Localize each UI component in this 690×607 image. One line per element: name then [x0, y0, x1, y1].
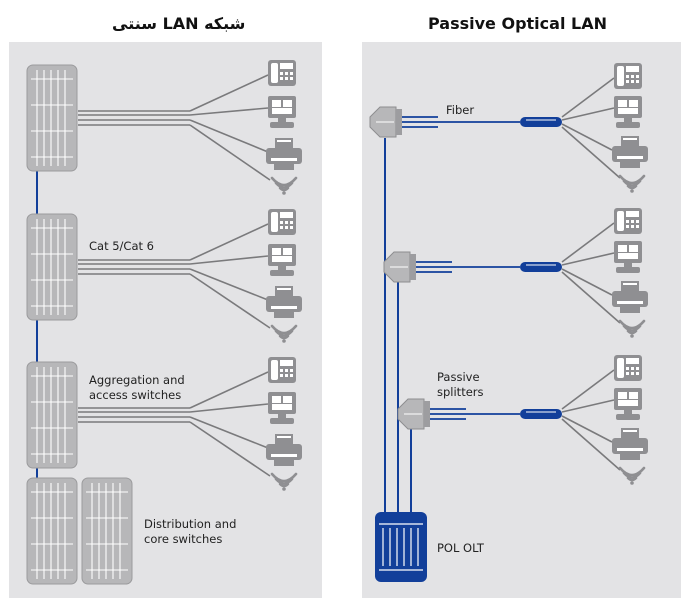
- printer-icon: [612, 281, 648, 313]
- splitter-2-icon: [383, 251, 417, 283]
- splitters-label-line1: Passive: [437, 370, 480, 384]
- distribution-label-line2: core switches: [144, 532, 222, 546]
- distribution-switch-1-icon: [26, 477, 78, 585]
- computer-icon: [614, 96, 642, 128]
- ont-1-icon: [519, 116, 563, 128]
- ip-phone-icon: [614, 208, 642, 234]
- computer-icon: [268, 96, 296, 128]
- wifi-access-point-icon: [618, 319, 646, 340]
- wifi-access-point-icon: [618, 174, 646, 195]
- optical-lan-panel: [362, 42, 681, 598]
- olt-icon: [375, 512, 427, 582]
- left-title: شبکه LAN سنتی: [112, 14, 246, 33]
- ip-phone-icon: [614, 355, 642, 381]
- right-title: Passive Optical LAN: [428, 14, 607, 33]
- printer-icon: [266, 138, 302, 170]
- distribution-label-line1: Distribution and: [144, 517, 236, 531]
- access-switch-2-icon: [26, 213, 78, 321]
- splitter-1-icon: [369, 106, 403, 138]
- cabling-label: Cat 5/Cat 6: [89, 239, 154, 253]
- wifi-access-point-icon: [618, 466, 646, 487]
- ont-3-icon: [519, 408, 563, 420]
- printer-icon: [612, 428, 648, 460]
- computer-icon: [614, 388, 642, 420]
- fiber-label: Fiber: [446, 103, 474, 117]
- ont-2-icon: [519, 261, 563, 273]
- ip-phone-icon: [268, 60, 296, 86]
- ip-phone-icon: [614, 63, 642, 89]
- printer-icon: [612, 136, 648, 168]
- wifi-access-point-icon: [270, 472, 298, 493]
- olt-label: POL OLT: [437, 541, 485, 555]
- wifi-access-point-icon: [270, 176, 298, 197]
- access-switch-3-icon: [26, 361, 78, 469]
- ip-phone-icon: [268, 357, 296, 383]
- wifi-access-point-icon: [270, 324, 298, 345]
- distribution-switch-2-icon: [81, 477, 133, 585]
- aggregation-label-line1: Aggregation and: [89, 373, 185, 387]
- computer-icon: [614, 241, 642, 273]
- aggregation-label-line2: access switches: [89, 388, 181, 402]
- printer-icon: [266, 434, 302, 466]
- printer-icon: [266, 286, 302, 318]
- computer-icon: [268, 244, 296, 276]
- computer-icon: [268, 392, 296, 424]
- ip-phone-icon: [268, 209, 296, 235]
- splitter-3-icon: [397, 398, 431, 430]
- splitters-label-line2: splitters: [437, 385, 484, 399]
- access-switch-1-icon: [26, 64, 78, 172]
